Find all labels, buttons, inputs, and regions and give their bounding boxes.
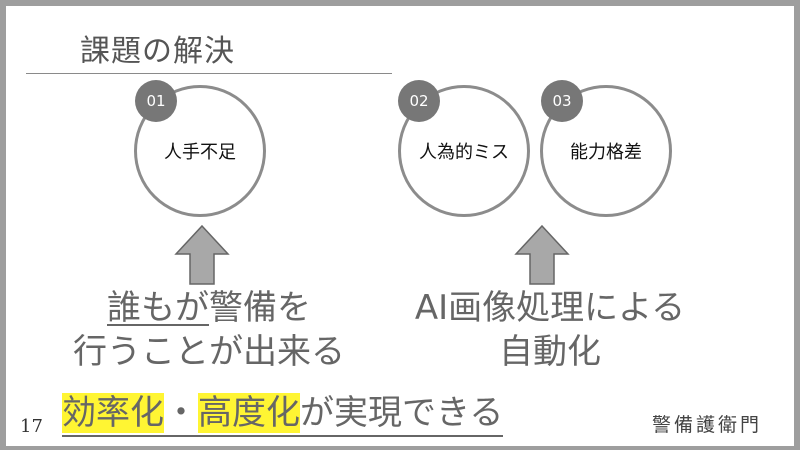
conclusion-rest: が実現できる — [300, 393, 504, 433]
left-solution-text: 誰もが警備を 行うことが出来る — [64, 286, 354, 374]
highlight-sophistication: 高度化 — [198, 393, 300, 433]
up-arrow-right-icon — [514, 224, 570, 285]
conclusion-text: 効率化・高度化が実現できる — [62, 391, 504, 437]
left-solution-emphasis: 誰もが — [107, 288, 209, 328]
issue-number-badge-1: 01 — [135, 80, 177, 122]
left-solution-line-2: 行うことが出来る — [73, 332, 345, 372]
left-solution-line-1: 誰もが警備を — [64, 286, 354, 330]
slide: 課題の解決 人手不足 01 人為的ミス 02 能力格差 03 誰もが警備を 行う… — [6, 6, 794, 446]
right-solution-line-1: AI画像処理による — [414, 288, 686, 328]
issue-circle-1: 人手不足 — [134, 85, 266, 217]
up-arrow-left-icon — [174, 224, 230, 285]
issue-number-badge-2: 02 — [398, 80, 440, 122]
right-solution-text: AI画像処理による 自動化 — [400, 286, 700, 374]
issue-label-1: 人手不足 — [164, 142, 236, 163]
issue-number-badge-3: 03 — [541, 80, 583, 122]
page-number: 17 — [20, 416, 43, 437]
highlight-efficiency: 効率化 — [62, 393, 164, 433]
conclusion-separator: ・ — [164, 393, 198, 433]
brand-logo-text: 警備護衛門 — [652, 414, 763, 436]
title-divider — [26, 73, 392, 74]
issue-label-2: 人為的ミス — [419, 142, 509, 163]
left-solution-line-1-rest: 警備を — [209, 288, 311, 328]
slide-title: 課題の解決 — [80, 34, 235, 69]
right-solution-line-2: 自動化 — [499, 332, 601, 372]
issue-label-3: 能力格差 — [570, 142, 642, 163]
